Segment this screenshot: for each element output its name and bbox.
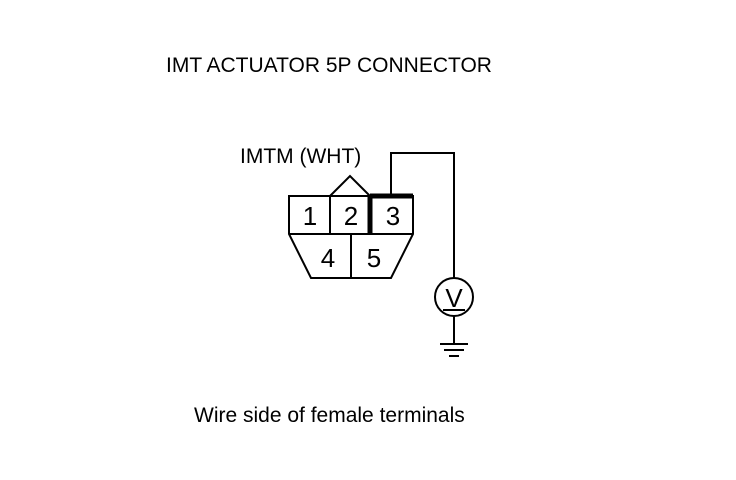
terminal-3-number: 3 [386,201,400,231]
terminal-4-number: 4 [321,243,335,273]
terminal-1-number: 1 [303,201,317,231]
connector-lock-tab [329,174,371,197]
terminal-5-number: 5 [367,243,381,273]
test-lead-wire [390,152,455,278]
diagram-title: IMT ACTUATOR 5P CONNECTOR [166,54,492,77]
terminal-2-number: 2 [344,201,358,231]
voltmeter-symbol: V [445,283,463,313]
connector-housing [288,174,414,279]
diagram-caption: Wire side of female terminals [194,404,465,427]
ground-icon [440,343,468,357]
voltmeter-icon: V [434,277,474,317]
connector-label: IMTM (WHT) [240,145,361,168]
